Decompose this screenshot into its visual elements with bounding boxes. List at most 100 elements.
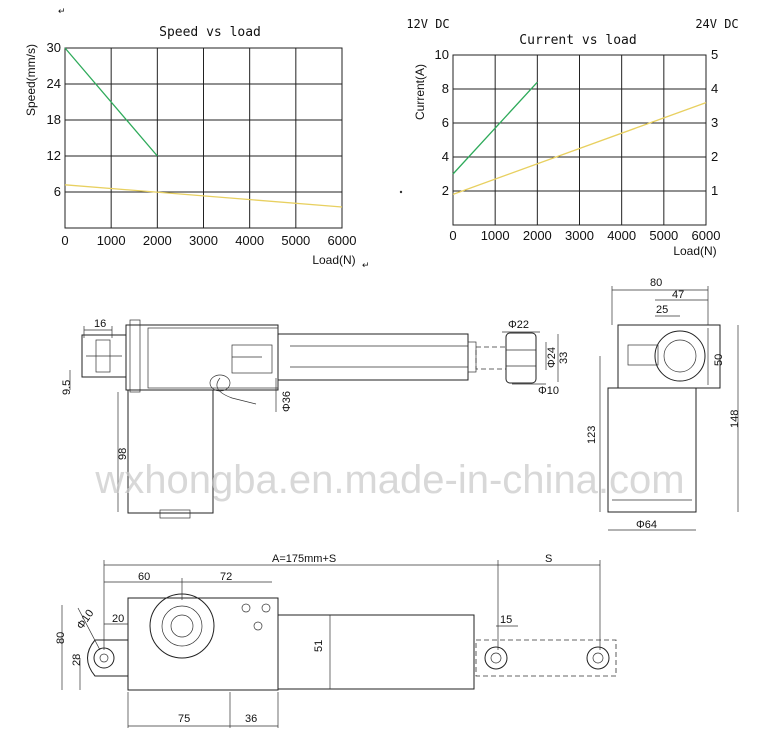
side-view-drawing: 16 9.5 98 Φ36 Φ22 Φ24 33 Φ10 [61, 318, 570, 519]
rear-pin-hole [93, 647, 115, 669]
dim-lug-length: 20 [112, 613, 124, 625]
dim-pin-diameter: Φ10 [75, 608, 97, 632]
gearbox-cover [147, 327, 279, 389]
dim-rod-end-height: 33 [558, 352, 570, 364]
series-line-1 [452, 101, 707, 196]
x-tick-label: 1000 [97, 233, 126, 248]
cable-gland [209, 374, 231, 392]
x-axis-label: Load(N) [673, 244, 716, 258]
dim-total-height: 148 [729, 410, 741, 428]
front-eye-extended [586, 646, 610, 670]
dim-tube-diameter: Φ36 [281, 391, 293, 412]
cable-outlet [231, 344, 273, 374]
watermark: wxhongba.en.made-in-china.com [94, 458, 684, 502]
x-tick-label: 3000 [189, 233, 218, 248]
dim-clevis-offset: 25 [656, 304, 668, 316]
front-eye [484, 646, 508, 670]
y-tick-label-right: 2 [711, 149, 718, 164]
end-motor-can [607, 387, 697, 513]
rear-bracket [129, 319, 141, 393]
series-line-0 [64, 47, 158, 157]
return-mark: ↵ [362, 260, 370, 270]
dot-mark [399, 190, 403, 194]
y-tick-label: 12 [47, 148, 61, 163]
y-tick-label-right: 5 [711, 47, 718, 62]
voltage-label-12v: 12V DC [406, 17, 449, 31]
x-tick-label: 6000 [692, 228, 721, 243]
x-tick-label: 2000 [143, 233, 172, 248]
y-tick-label-left: 8 [442, 81, 449, 96]
dim-front-length: 36 [245, 713, 257, 725]
rod-end [505, 332, 537, 384]
y-tick-label-right: 3 [711, 115, 718, 130]
chart-title: Speed vs load [159, 25, 261, 40]
chart-title: Current vs load [519, 33, 636, 48]
motor-face [149, 593, 215, 659]
x-tick-label: 2000 [523, 228, 552, 243]
inner-rod [475, 346, 507, 370]
dim-clevis-offset: 9.5 [61, 380, 73, 395]
dim-width: 80 [650, 277, 662, 289]
top-outer-tube [277, 614, 475, 690]
voltage-label-24v: 24V DC [695, 17, 738, 31]
y-tick-label: 18 [47, 112, 61, 127]
y-tick-label-left: 2 [442, 183, 449, 198]
end-housing [617, 324, 721, 389]
dim-rod-end-diameter: Φ24 [546, 347, 558, 368]
x-tick-label: 3000 [565, 228, 594, 243]
dim-hole-diameter: Φ10 [538, 385, 559, 397]
gearbox-housing [125, 324, 279, 391]
y-tick-label-right: 1 [711, 183, 718, 198]
x-tick-label: 4000 [235, 233, 264, 248]
dim-pin-height: 28 [71, 654, 83, 666]
top-gearbox [127, 597, 279, 691]
y-tick-label-left: 10 [435, 47, 449, 62]
x-tick-label: 5000 [281, 233, 310, 248]
dim-boss-height: 50 [713, 354, 725, 366]
y-tick-label: 6 [54, 184, 61, 199]
dim-retracted-length: A=175mm+S [272, 553, 336, 565]
x-tick-label: 1000 [481, 228, 510, 243]
x-tick-label: 0 [449, 228, 456, 243]
series-line-1 [64, 184, 343, 208]
stroke-extension [475, 639, 617, 677]
power-cable [216, 377, 257, 405]
outer-tube [277, 333, 469, 381]
x-axis-label: Load(N) [312, 253, 355, 267]
dim-motor-offset: 60 [138, 571, 150, 583]
rear-clevis [81, 334, 127, 378]
x-tick-label: 0 [61, 233, 68, 248]
x-tick-label: 4000 [607, 228, 636, 243]
end-view-drawing: 80 47 25 50 148 123 Φ64 [586, 277, 741, 531]
top-view-drawing: A=175mm+S S 60 72 Φ10 20 80 28 51 15 75 … [55, 553, 617, 728]
x-tick-label: 6000 [328, 233, 357, 248]
dim-motor-height: 98 [117, 448, 129, 460]
dim-motor-height: 123 [586, 426, 598, 444]
dim-base-length: 75 [178, 713, 190, 725]
y-tick-label-left: 6 [442, 115, 449, 130]
y-tick-label-right: 4 [711, 81, 718, 96]
dim-gearbox-length: 72 [220, 571, 232, 583]
y-tick-label-left: 4 [442, 149, 449, 164]
dim-stroke: S [545, 553, 552, 565]
y-axis-label: Speed(mm/s) [24, 44, 38, 116]
dim-boss-offset: 47 [672, 289, 684, 301]
motor-can [127, 389, 214, 514]
end-clevis [627, 344, 659, 366]
x-tick-label: 5000 [649, 228, 678, 243]
dim-tube-height: 51 [313, 640, 325, 652]
return-mark: ↵ [58, 6, 66, 16]
speed-vs-load-chart: ↵ Speed vs load 30 24 18 12 6 0 1000 2000 3000 4… [24, 6, 370, 270]
y-tick-label: 30 [47, 40, 61, 55]
series-line-0 [452, 81, 538, 175]
dim-clevis-width: 16 [94, 318, 106, 330]
dim-motor-diameter: Φ64 [636, 519, 657, 531]
y-axis-label: Current(A) [413, 64, 427, 120]
y-tick-label: 24 [47, 76, 61, 91]
dim-gearbox-height: 80 [55, 632, 67, 644]
rear-lug [87, 639, 129, 677]
dim-rod-diameter: Φ22 [508, 319, 529, 331]
end-boss [654, 330, 706, 382]
